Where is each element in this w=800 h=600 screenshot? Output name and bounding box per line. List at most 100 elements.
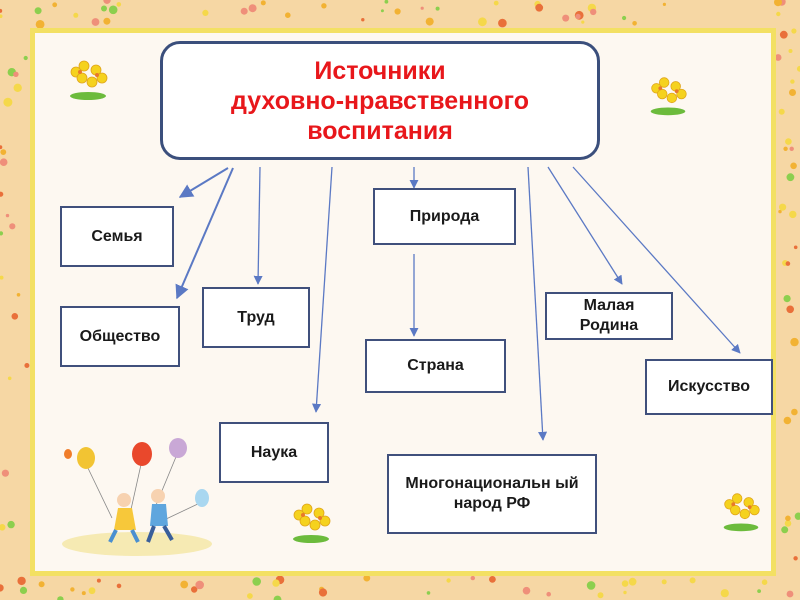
- border-flower-dot: [791, 408, 798, 416]
- border-flower-dot: [783, 416, 792, 425]
- border-flower-dot: [774, 0, 782, 7]
- border-flower-dot: [0, 149, 7, 156]
- node-label: Общество: [79, 327, 161, 345]
- border-flower-dot: [252, 577, 261, 586]
- border-flower-dot: [202, 9, 209, 16]
- border-flower-dot: [562, 14, 570, 22]
- border-flower-dot: [794, 512, 800, 520]
- border-flower-dot: [272, 579, 280, 587]
- border-flower-dot: [380, 9, 384, 13]
- border-flower-dot: [96, 578, 101, 583]
- border-flower-dot: [470, 575, 475, 581]
- border-flower-dot: [9, 223, 16, 230]
- border-flower-dot: [52, 2, 58, 8]
- border-flower-dot: [785, 261, 791, 266]
- border-flower-dot: [778, 108, 785, 115]
- border-flower-dot: [779, 30, 788, 39]
- arrow-to-society: [175, 167, 234, 300]
- border-flower-dot: [590, 8, 597, 16]
- border-flower-dot: [240, 7, 248, 15]
- border-flower-dot: [7, 376, 12, 381]
- node-label: Страна: [407, 357, 464, 374]
- border-flower-dot: [790, 162, 797, 170]
- border-flower-dot: [774, 54, 782, 61]
- border-flower-dot: [446, 578, 451, 583]
- border-flower-dot: [103, 17, 111, 25]
- border-flower-dot: [101, 5, 107, 12]
- border-flower-dot: [195, 580, 204, 590]
- border-flower-dot: [425, 17, 434, 26]
- border-flower-dot: [761, 579, 768, 585]
- border-flower-dot: [0, 158, 8, 166]
- node-people: Многонациональн ый народ РФ: [387, 454, 597, 534]
- border-flower-dot: [57, 596, 64, 600]
- border-flower-dot: [581, 20, 585, 24]
- border-flower-dot: [5, 213, 10, 218]
- node-label: Искусство: [668, 378, 750, 395]
- border-flower-dot: [786, 173, 795, 182]
- border-flower-dot: [0, 231, 4, 236]
- border-flower-dot: [0, 584, 4, 592]
- arrow-to-family: [178, 167, 229, 198]
- border-flower-dot: [785, 515, 791, 522]
- border-flower-dot: [0, 191, 4, 197]
- node-nature: Природа: [373, 188, 516, 245]
- border-flower-dot: [720, 589, 729, 598]
- border-flower-dot: [575, 13, 581, 20]
- flower-icon: [70, 60, 108, 100]
- border-flower-dot: [180, 580, 189, 589]
- border-flower-dot: [778, 209, 782, 214]
- border-flower-dot: [478, 17, 487, 27]
- node-family: Семья: [60, 206, 174, 267]
- border-flower-dot: [13, 71, 19, 78]
- border-flower-dot: [1, 469, 9, 477]
- node-label: Семья: [91, 227, 143, 245]
- border-flower-dot: [108, 5, 118, 15]
- node-label: Многонациональн ый народ РФ: [405, 475, 579, 512]
- border-flower-dot: [789, 146, 794, 151]
- border-flower-dot: [622, 15, 627, 21]
- border-flower-dot: [785, 138, 792, 145]
- arrow-to-art: [572, 166, 741, 354]
- border-flower-dot: [621, 580, 629, 587]
- border-flower-dot: [248, 4, 257, 13]
- border-flower-dot: [790, 79, 795, 84]
- node-science: Наука: [219, 422, 329, 483]
- border-flower-dot: [790, 337, 799, 347]
- border-flower-dot: [17, 576, 26, 586]
- border-flower-dot: [791, 28, 797, 34]
- border-flower-dot: [781, 526, 789, 534]
- arrow-to-labor: [253, 166, 263, 285]
- border-flower-dot: [789, 89, 796, 96]
- border-flower-dot: [318, 588, 328, 597]
- border-flower-dot: [260, 0, 266, 6]
- border-flower-dot: [535, 3, 544, 12]
- border-flower-dot: [16, 293, 21, 297]
- border-flower-dot: [498, 18, 507, 28]
- border-flower-dot: [793, 556, 798, 561]
- border-flower-dot: [796, 65, 800, 72]
- border-flower-dot: [776, 11, 781, 17]
- arrow-to-science: [311, 166, 333, 413]
- node-label: Малая Родина: [579, 297, 639, 334]
- border-flower-dot: [70, 587, 75, 592]
- flower-icon: [650, 77, 687, 116]
- border-flower-dot: [784, 520, 792, 527]
- border-flower-dot: [426, 591, 431, 595]
- border-flower-dot: [285, 12, 291, 18]
- border-flower-dot: [13, 83, 22, 93]
- border-flower-dot: [0, 14, 3, 18]
- border-flower-dot: [789, 210, 797, 219]
- border-flower-dot: [597, 592, 604, 599]
- border-flower-dot: [793, 245, 798, 250]
- node-label: Наука: [250, 443, 298, 461]
- node-society: Общество: [60, 306, 180, 367]
- border-flower-dot: [783, 146, 788, 151]
- border-flower-dot: [0, 145, 3, 150]
- border-flower-dot: [35, 20, 45, 29]
- border-flower-dot: [273, 595, 282, 600]
- border-flower-dot: [24, 363, 30, 368]
- border-flower-dot: [88, 587, 96, 595]
